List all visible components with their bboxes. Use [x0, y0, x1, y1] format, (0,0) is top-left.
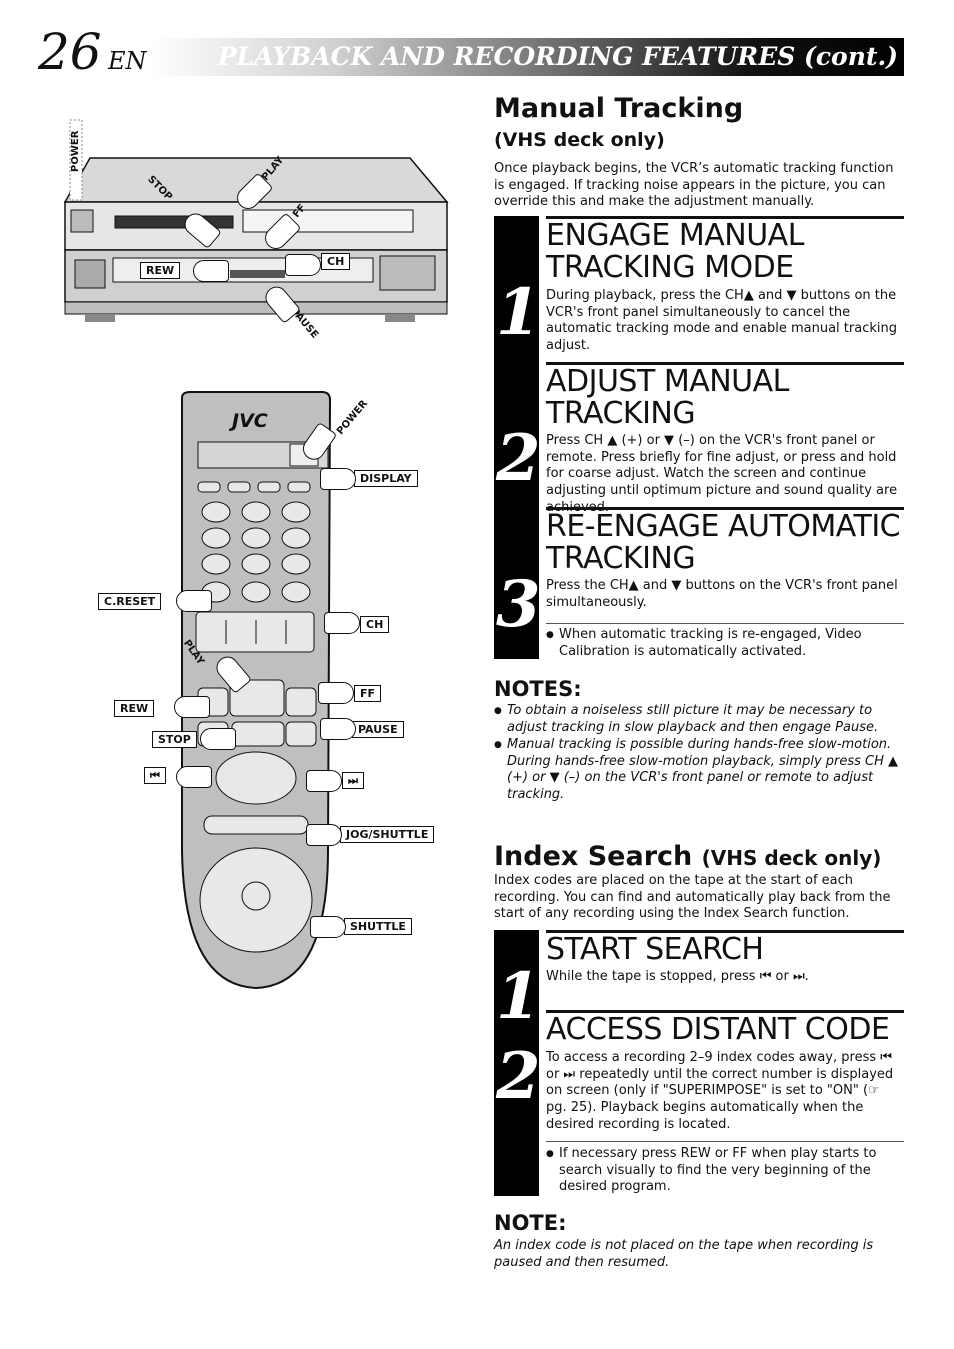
step-text: During playback, press the CH▲ and ▼ but…: [546, 288, 897, 354]
step-divider: [546, 216, 904, 219]
pointing-hand-icon: [193, 260, 229, 282]
remote-callout-stop: STOP: [152, 731, 197, 748]
index-search-heading: Index Search (VHS deck only): [494, 840, 881, 875]
step-title: TRACKING: [546, 396, 696, 431]
page-language: EN: [108, 47, 147, 75]
step-number: 1: [496, 959, 541, 1034]
note-item: To obtain a noiseless still picture it m…: [494, 703, 904, 736]
step-text: Press CH ▲ (+) or ▼ (–) on the VCR's fro…: [546, 433, 898, 515]
page-title: PLAYBACK AND RECORDING FEATURES (cont.): [217, 42, 898, 71]
manual-tracking-heading: Manual Tracking: [494, 93, 744, 124]
step-divider: [546, 507, 904, 510]
notes-title: NOTES:: [494, 677, 582, 701]
step-title: ADJUST MANUAL: [546, 364, 789, 399]
remote-callout-skip-back: ⏮: [144, 767, 166, 784]
step-divider: [546, 930, 904, 933]
pointing-hand-icon: [310, 916, 346, 938]
step-title: TRACKING: [546, 541, 696, 576]
remote-callout-jog-shuttle: JOG/SHUTTLE: [340, 826, 435, 843]
index-search-step-bar: [494, 930, 539, 1196]
vcr-callout-ch: CH: [321, 253, 351, 270]
step-divider: [546, 1010, 904, 1013]
note-item: Manual tracking is possible during hands…: [494, 737, 904, 804]
remote-callout-ch: CH: [360, 616, 390, 633]
vcr-drawing: [63, 119, 449, 322]
vcr-callout-rew: REW: [140, 262, 181, 279]
remote-illustration: JVC POWER DISPLAY C.RESET CH PLAY FF REW…: [98, 380, 450, 1010]
step-divider: [546, 1141, 904, 1142]
remote-callout-ff: FF: [354, 685, 382, 702]
header-bar: PLAYBACK AND RECORDING FEATURES (cont.): [150, 38, 904, 76]
step-number: 3: [496, 567, 541, 642]
step-title: RE-ENGAGE AUTOMATIC: [546, 509, 901, 544]
vcr-label-power: POWER: [70, 130, 81, 172]
remote-callout-creset: C.RESET: [98, 593, 162, 610]
step-divider: [546, 362, 904, 365]
step-text: While the tape is stopped, press ⏮ or ⏭.: [546, 969, 809, 984]
step-text: Press the CH▲ and ▼ buttons on the VCR's…: [546, 578, 898, 610]
remote-drawing: [181, 391, 332, 990]
pointing-hand-icon: [320, 718, 356, 740]
index-search-intro: Index codes are placed on the tape at th…: [494, 873, 891, 922]
remote-callout-rew: REW: [114, 700, 155, 717]
remote-callout-skip-forward: ⏭: [342, 772, 364, 789]
step-bullet: When automatic tracking is re-engaged, V…: [546, 627, 904, 660]
step-title: START SEARCH: [546, 932, 764, 967]
step-title: ACCESS DISTANT CODE: [546, 1012, 890, 1047]
pointing-hand-icon: [324, 612, 360, 634]
index-search-title: Index Search: [494, 841, 693, 872]
pointing-hand-icon: [318, 682, 354, 704]
remote-callout-display: DISPLAY: [354, 470, 418, 487]
remote-callout-shuttle: SHUTTLE: [344, 918, 412, 935]
step-title: ENGAGE MANUAL: [546, 218, 804, 253]
pointing-hand-icon: [306, 770, 342, 792]
manual-tracking-subheading: (VHS deck only): [494, 129, 665, 151]
step-divider: [546, 623, 904, 624]
step-bullet: If necessary press REW or FF when play s…: [546, 1146, 904, 1196]
remote-callout-pause: PAUSE: [352, 721, 404, 738]
step-number: 2: [496, 421, 541, 496]
pointing-hand-icon: [174, 696, 210, 718]
remote-brand-logo: JVC: [232, 410, 268, 432]
pointing-hand-icon: [320, 468, 356, 490]
pointing-hand-icon: [176, 766, 212, 788]
pointing-hand-icon: [306, 824, 342, 846]
step-title: TRACKING MODE: [546, 250, 794, 285]
index-search-subheading: (VHS deck only): [701, 846, 882, 870]
vcr-illustration: POWER STOP PLAY FF REW CH PAUSE: [55, 110, 455, 350]
step-text: To access a recording 2–9 index codes aw…: [546, 1050, 894, 1132]
step-number: 1: [496, 275, 541, 350]
pointing-hand-icon: [176, 590, 212, 612]
note-title: NOTE:: [494, 1211, 567, 1235]
step-number: 2: [496, 1039, 541, 1114]
page-number: 26: [38, 23, 102, 81]
manual-tracking-step-bar: [494, 216, 539, 659]
pointing-hand-icon: [200, 728, 236, 750]
manual-tracking-intro: Once playback begins, the VCR’s automati…: [494, 161, 894, 210]
pointing-hand-icon: [285, 254, 321, 276]
note-text: An index code is not placed on the tape …: [494, 1238, 874, 1270]
